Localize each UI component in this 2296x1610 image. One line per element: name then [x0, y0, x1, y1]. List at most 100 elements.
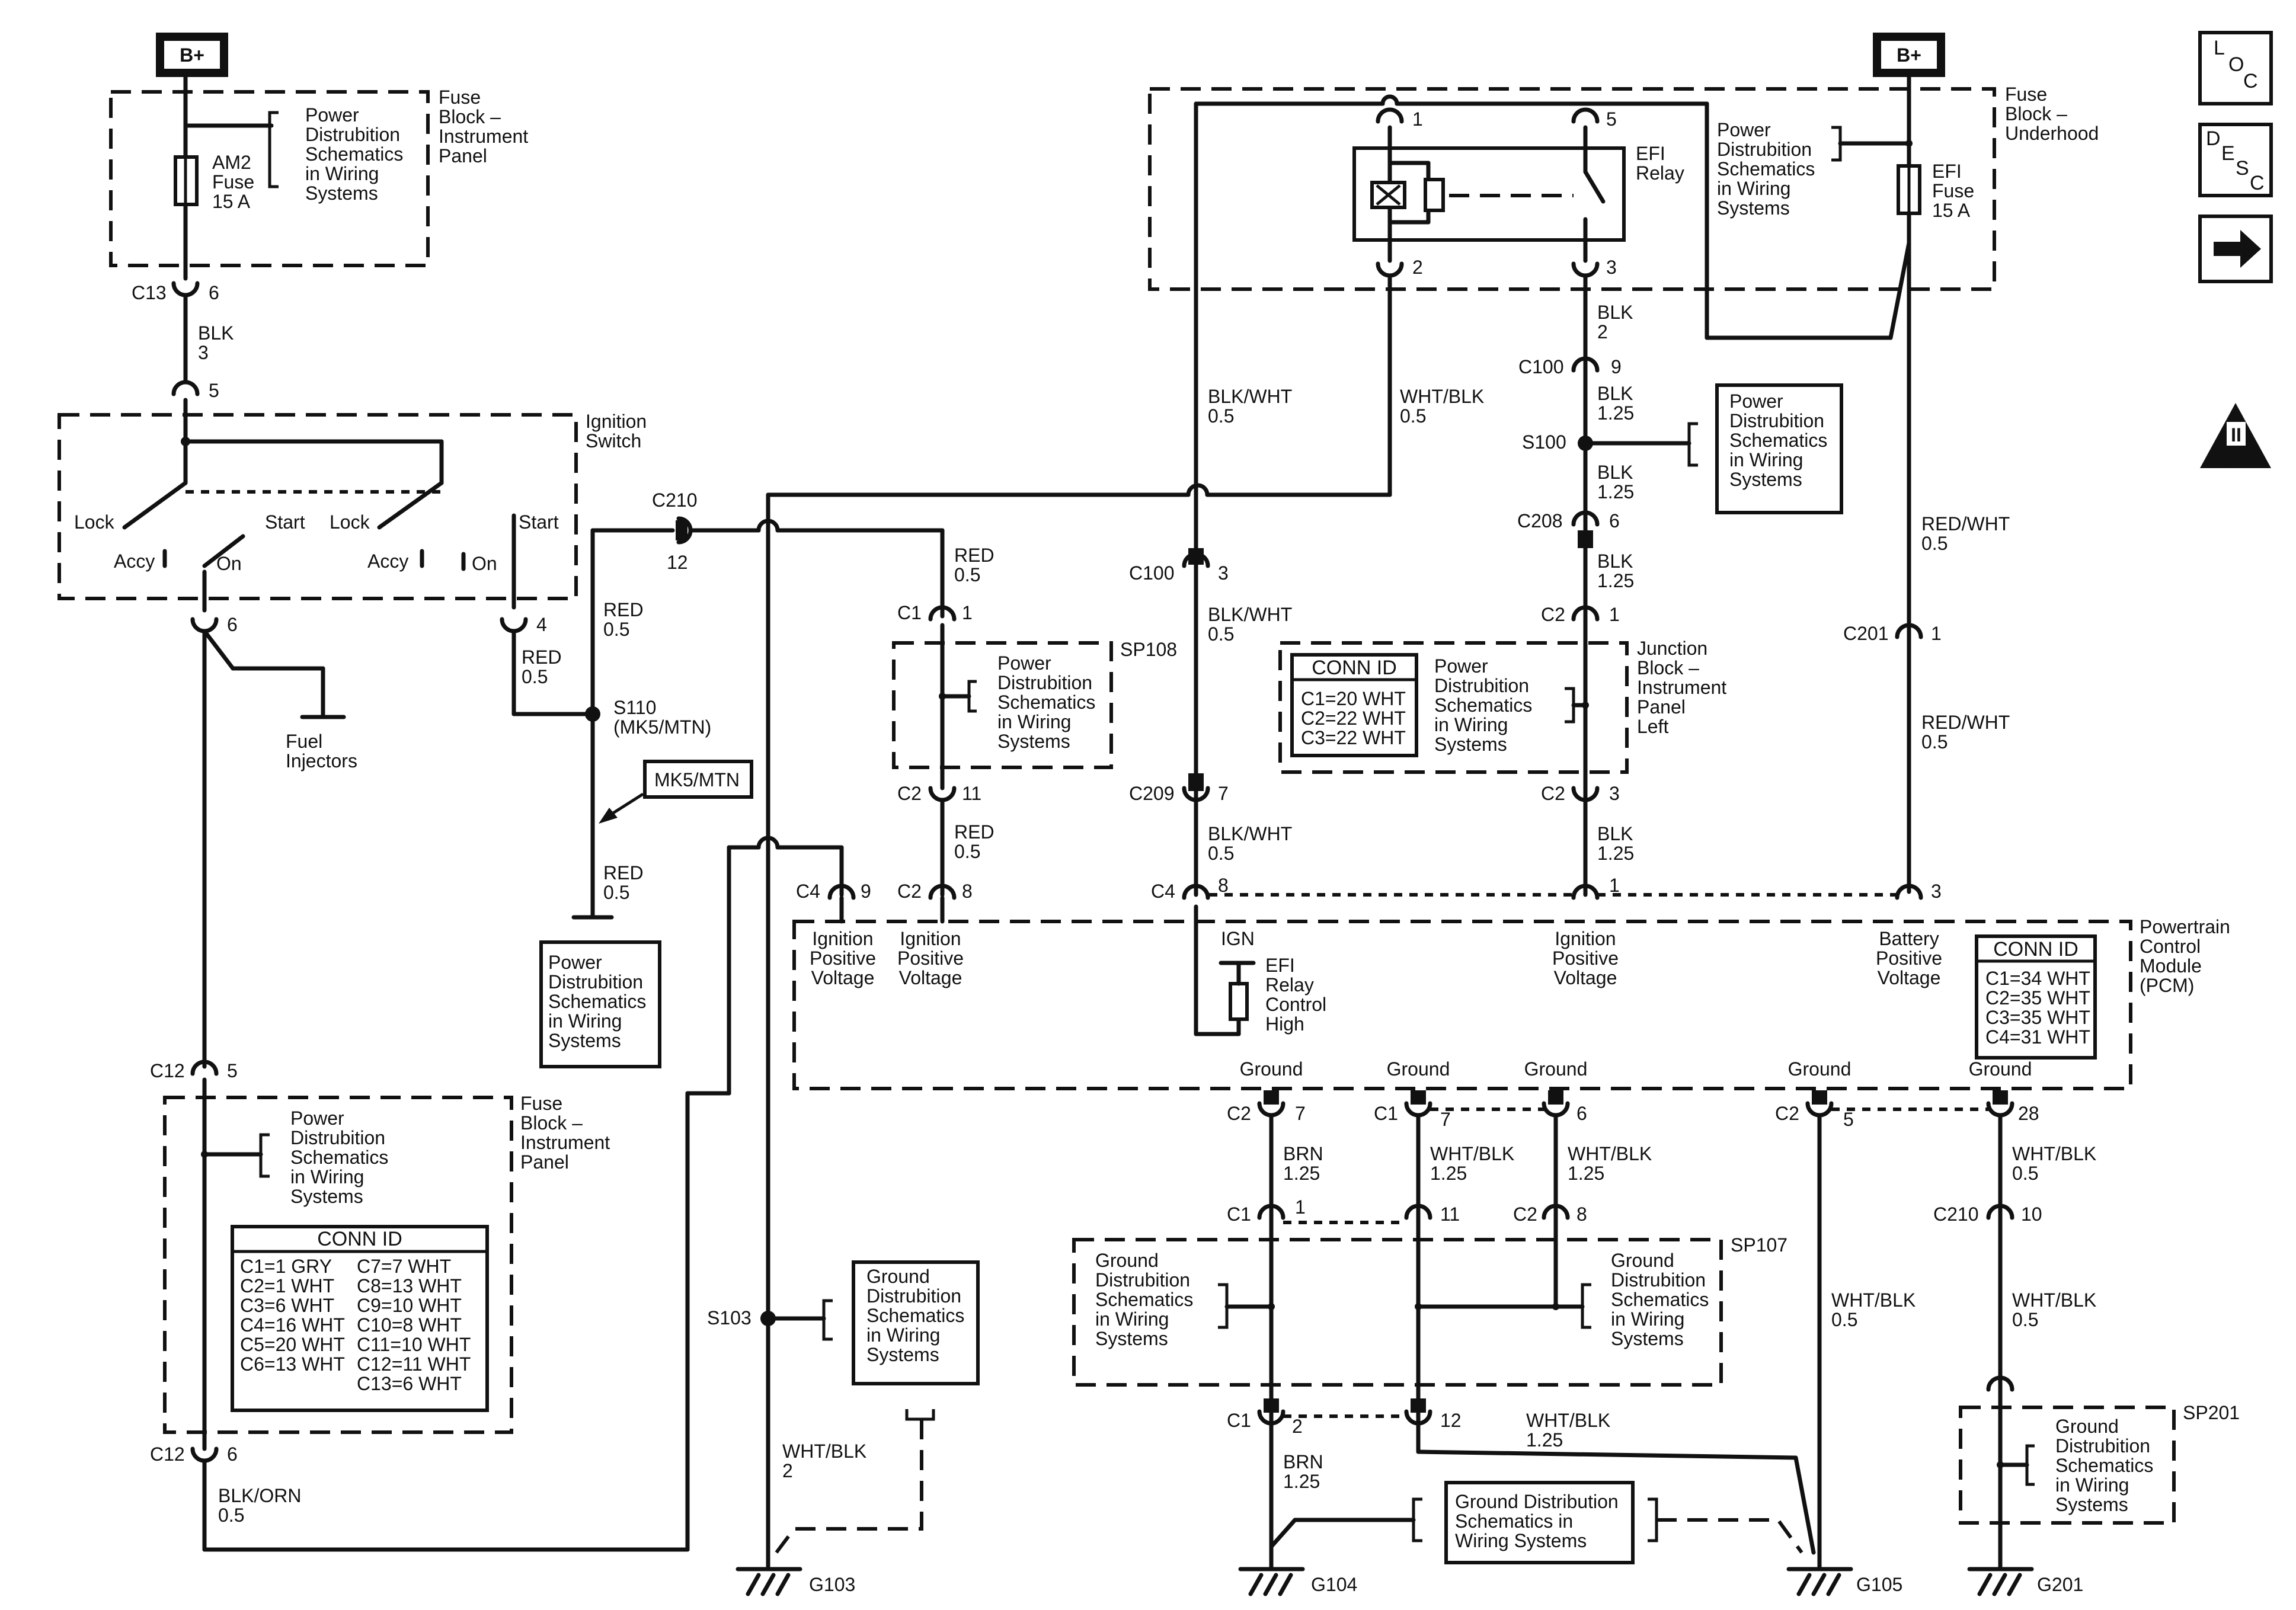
svg-text:Start: Start [265, 511, 305, 533]
svg-text:8: 8 [962, 881, 973, 902]
connector-c4-9-icon [827, 884, 856, 900]
svg-text:Power: Power [1717, 119, 1771, 140]
svg-text:9: 9 [1611, 356, 1622, 377]
svg-text:5: 5 [209, 380, 219, 401]
svg-text:SP107: SP107 [1731, 1234, 1787, 1256]
svg-text:2: 2 [1597, 321, 1608, 343]
svg-text:7: 7 [1295, 1103, 1306, 1124]
pcm-outline [792, 920, 2132, 1090]
svg-text:1.25: 1.25 [1526, 1429, 1563, 1451]
svg-text:RED: RED [954, 821, 994, 843]
svg-text:Fuel: Fuel [286, 731, 322, 752]
svg-text:6: 6 [227, 1443, 238, 1465]
svg-text:0.5: 0.5 [1208, 405, 1234, 427]
svg-text:C2=35 WHT: C2=35 WHT [1985, 987, 2090, 1009]
svg-text:C12: C12 [150, 1443, 185, 1465]
svg-text:C1=34 WHT: C1=34 WHT [1985, 968, 2090, 989]
desc-icon[interactable]: D E S C [2198, 123, 2273, 197]
svg-text:Accy: Accy [367, 550, 408, 572]
svg-text:C2: C2 [1227, 1103, 1251, 1124]
svg-text:Fuse: Fuse [520, 1093, 562, 1114]
svg-text:2: 2 [1292, 1416, 1303, 1437]
svg-text:G201: G201 [2037, 1574, 2083, 1595]
svg-text:C210: C210 [1933, 1204, 1979, 1225]
b-plus-right: B+ [1873, 33, 1945, 77]
svg-text:L: L [2214, 37, 2225, 59]
svg-text:S: S [2236, 157, 2249, 180]
svg-text:Schematics: Schematics [1434, 694, 1532, 716]
svg-text:Voltage: Voltage [899, 967, 962, 988]
svg-text:0.5: 0.5 [1921, 533, 1948, 554]
b-plus-left: B+ [156, 33, 228, 77]
svg-text:EFI: EFI [1636, 143, 1665, 164]
svg-text:C: C [2243, 70, 2258, 92]
svg-text:Start: Start [519, 511, 559, 533]
next-arrow-icon[interactable] [2198, 215, 2273, 283]
gds-s103-text: Ground Distrubition Schematics in Wiring… [866, 1266, 964, 1365]
svg-text:Voltage: Voltage [1878, 967, 1941, 988]
svg-text:Systems: Systems [1729, 469, 1802, 490]
fuse-block-ip-low-label: Fuse Block – Instrument Panel [520, 1093, 610, 1173]
pcm-ign-pos-3: Ignition Positive Voltage [1552, 928, 1619, 988]
ignition-switch-label: Ignition Switch [586, 411, 647, 452]
svg-text:BLK/WHT: BLK/WHT [1208, 604, 1292, 625]
svg-text:WHT/BLK: WHT/BLK [1526, 1410, 1610, 1431]
svg-text:RED: RED [522, 646, 562, 668]
svg-text:BLK: BLK [1597, 383, 1633, 404]
svg-text:C7=7 WHT: C7=7 WHT [357, 1256, 451, 1277]
pds-uh-text: Power Distrubition Schematics in Wiring … [1717, 119, 1815, 219]
svg-text:7: 7 [1218, 783, 1229, 804]
mk5-mtn-tag [643, 760, 753, 799]
svg-text:Distrubition: Distrubition [866, 1285, 961, 1307]
svg-text:Voltage: Voltage [1554, 967, 1617, 988]
svg-text:Schematics: Schematics [1717, 158, 1815, 180]
svg-text:BLK: BLK [1597, 302, 1633, 323]
svg-text:Ground Distribution: Ground Distribution [1455, 1491, 1619, 1512]
svg-text:0.5: 0.5 [2012, 1163, 2038, 1184]
svg-text:15 A: 15 A [1932, 200, 1971, 221]
svg-text:9: 9 [861, 881, 871, 902]
svg-text:C4=16 WHT: C4=16 WHT [240, 1314, 345, 1336]
svg-text:C3=22 WHT: C3=22 WHT [1301, 727, 1406, 748]
svg-text:0.5: 0.5 [1921, 731, 1948, 753]
svg-text:Systems: Systems [1095, 1328, 1168, 1349]
svg-text:2: 2 [782, 1460, 793, 1481]
svg-text:Ground: Ground [1524, 1058, 1588, 1080]
svg-text:D: D [2206, 127, 2221, 150]
svg-text:Block –: Block – [439, 106, 501, 127]
svg-text:C6=13 WHT: C6=13 WHT [240, 1353, 345, 1375]
svg-text:Fuse: Fuse [2005, 84, 2047, 105]
connector-c201-1-icon [1895, 623, 1923, 639]
svg-text:Ignition: Ignition [586, 411, 647, 432]
svg-text:BLK/ORN: BLK/ORN [218, 1485, 301, 1506]
svg-text:28: 28 [2018, 1103, 2039, 1124]
svg-text:CONN ID: CONN ID [317, 1228, 402, 1250]
pds-mid-box [539, 940, 661, 1068]
relay-pin1-icon [1376, 107, 1404, 124]
svg-text:Positive: Positive [1876, 948, 1942, 969]
svg-text:Block –: Block – [2005, 103, 2067, 124]
svg-text:C4: C4 [1151, 881, 1175, 902]
svg-text:RED/WHT: RED/WHT [1921, 513, 2010, 534]
svg-text:1: 1 [1295, 1196, 1306, 1218]
svg-text:C10=8 WHT: C10=8 WHT [357, 1314, 462, 1336]
svg-text:Block –: Block – [1637, 657, 1699, 678]
svg-text:C11=10 WHT: C11=10 WHT [357, 1334, 471, 1355]
connector-c13-icon [171, 281, 200, 297]
svg-text:BLK: BLK [198, 322, 234, 344]
svg-text:C2=1 WHT: C2=1 WHT [240, 1275, 334, 1297]
svg-text:Schematics: Schematics [997, 692, 1095, 713]
svg-text:RED: RED [954, 545, 994, 566]
svg-text:Schematics: Schematics [290, 1147, 388, 1168]
svg-text:Ground: Ground [2055, 1416, 2119, 1437]
svg-text:C2: C2 [897, 783, 922, 804]
svg-text:0.5: 0.5 [603, 882, 629, 903]
svg-text:Ground: Ground [866, 1266, 930, 1287]
svg-text:C2: C2 [1513, 1204, 1537, 1225]
svg-text:S103: S103 [707, 1307, 752, 1329]
loc-icon[interactable]: L O C [2198, 31, 2273, 105]
svg-text:WHT/BLK: WHT/BLK [2012, 1143, 2096, 1164]
svg-text:Fuse: Fuse [1932, 180, 1974, 201]
svg-text:in Wiring: in Wiring [1729, 449, 1803, 470]
connector-c209-7-icon [1182, 786, 1210, 802]
